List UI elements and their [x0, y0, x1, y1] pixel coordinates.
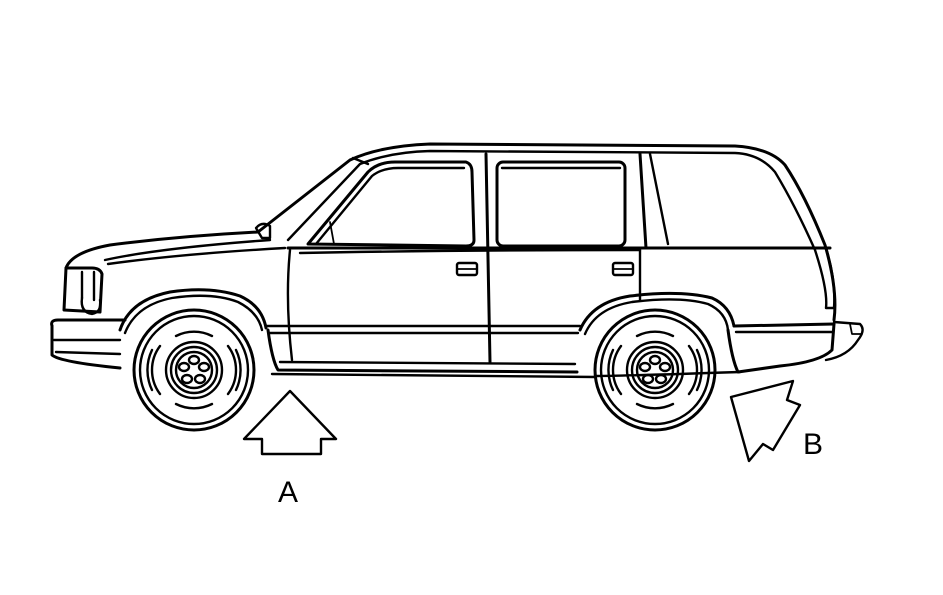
rear-wheel: [593, 308, 717, 432]
lift-point-label-b: B: [803, 428, 824, 461]
front-wheel: [132, 308, 256, 432]
lift-arrow-a-icon: [242, 389, 338, 456]
lift-arrow-b-icon: [729, 379, 802, 463]
lift-point-label-a: A: [278, 476, 299, 509]
vehicle-body: [50, 142, 864, 379]
